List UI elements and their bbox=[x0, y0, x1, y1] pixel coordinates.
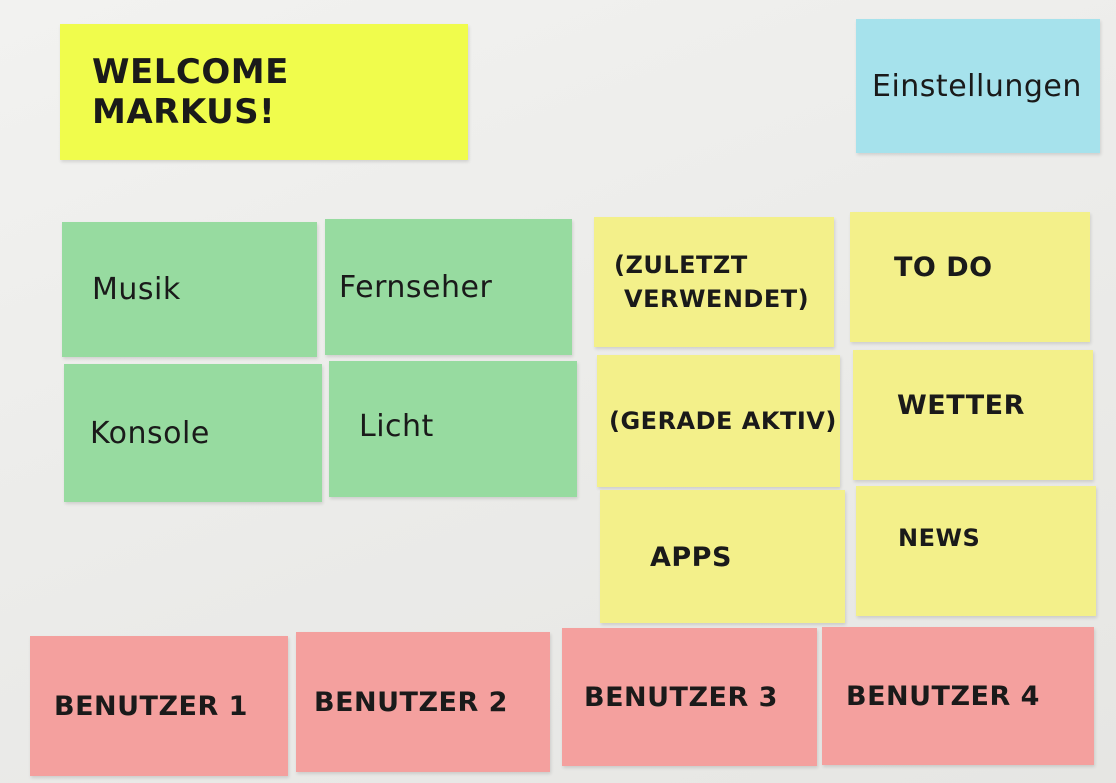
settings-label: Einstellungen bbox=[872, 68, 1082, 104]
apps-label: APPS bbox=[650, 542, 732, 573]
device-tile-musik[interactable]: Musik bbox=[62, 222, 317, 357]
device-tile-fernseher[interactable]: Fernseher bbox=[325, 219, 572, 355]
user-tile-3[interactable]: BENUTZER 3 bbox=[562, 628, 817, 766]
device-label-licht: Licht bbox=[359, 409, 434, 444]
apps-tile[interactable]: APPS bbox=[600, 490, 845, 623]
recent-apps-line1: (ZULETZT bbox=[614, 251, 748, 279]
todo-tile[interactable]: TO DO bbox=[850, 212, 1090, 342]
recent-apps-tile[interactable]: (ZULETZT VERWENDET) bbox=[594, 217, 834, 347]
device-label-konsole: Konsole bbox=[90, 415, 210, 451]
welcome-banner: WELCOME MARKUS! bbox=[60, 24, 468, 160]
device-label-fernseher: Fernseher bbox=[339, 269, 493, 305]
settings-button[interactable]: Einstellungen bbox=[856, 19, 1100, 153]
user-label-1: BENUTZER 1 bbox=[54, 690, 248, 722]
device-tile-konsole[interactable]: Konsole bbox=[64, 364, 322, 502]
welcome-text: WELCOME MARKUS! bbox=[92, 52, 289, 132]
active-apps-label: (GERADE AKTIV) bbox=[609, 407, 837, 435]
user-tile-2[interactable]: BENUTZER 2 bbox=[296, 632, 550, 772]
todo-label: TO DO bbox=[894, 252, 993, 283]
recent-apps-line2: VERWENDET) bbox=[624, 285, 810, 313]
news-tile[interactable]: NEWS bbox=[856, 486, 1096, 616]
weather-label: WETTER bbox=[897, 390, 1025, 421]
device-label-musik: Musik bbox=[92, 272, 181, 307]
user-tile-1[interactable]: BENUTZER 1 bbox=[30, 636, 288, 776]
news-label: NEWS bbox=[898, 524, 981, 552]
user-tile-4[interactable]: BENUTZER 4 bbox=[822, 627, 1094, 765]
active-apps-tile[interactable]: (GERADE AKTIV) bbox=[597, 355, 840, 487]
user-label-4: BENUTZER 4 bbox=[846, 680, 1040, 712]
user-label-3: BENUTZER 3 bbox=[584, 681, 778, 713]
device-tile-licht[interactable]: Licht bbox=[329, 361, 577, 497]
user-label-2: BENUTZER 2 bbox=[314, 686, 508, 718]
weather-tile[interactable]: WETTER bbox=[853, 350, 1093, 480]
